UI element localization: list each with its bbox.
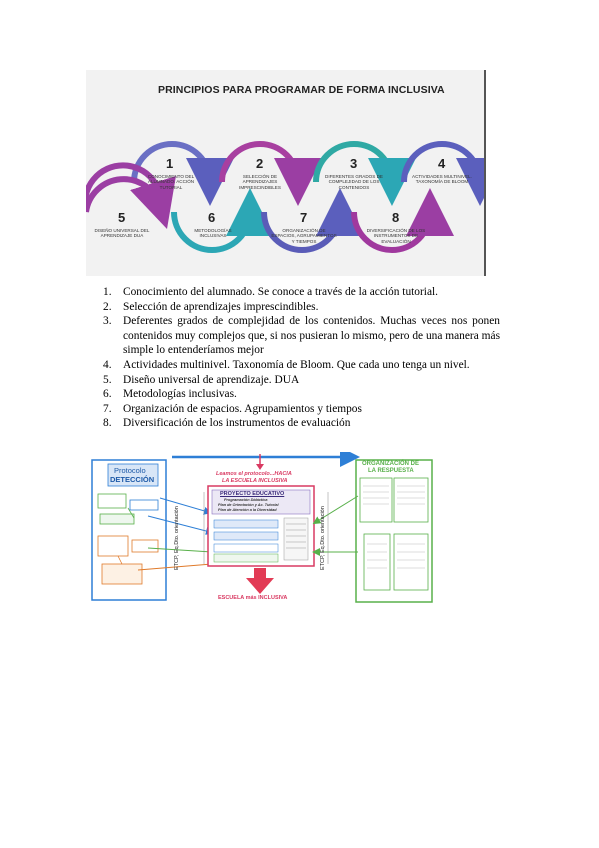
step-2-number: 2: [256, 156, 264, 171]
ring-2: [219, 141, 322, 206]
list-item: 7.Organización de espacios. Agrupamiento…: [103, 402, 362, 415]
project-line-3: Plan de Atención a la Diversidad: [218, 508, 277, 512]
step-1-number: 1: [166, 156, 174, 171]
project-title: PROYECTO EDUCATIVO: [220, 491, 285, 497]
inclusive-school-label: ESCUELA más INCLUSIVA: [218, 595, 288, 601]
ring-8: [351, 188, 454, 253]
step-6-caption: METODOLOGÍAS INCLUSIVAS: [194, 228, 232, 239]
step-4-caption: ACTIVIDADES MULTINIVEL. TAXONOMÍA DE BLO…: [412, 174, 472, 185]
protocol-header-2: LA ESCUELA INCLUSIVA: [222, 478, 288, 484]
step-1-caption: CONOCIMIENTO DEL ALUMNADO. ACCIÓN TUTORI…: [147, 174, 195, 190]
ring-4: [401, 141, 486, 206]
step-6-number: 6: [208, 210, 216, 225]
diagram-rings: [86, 141, 486, 253]
principles-list: 1.Conocimiento del alumnado. Se conoce a…: [103, 285, 500, 431]
inclusive-school-protocol-diagram: Protocolo DETECCIÓN Leamos el protocolo.…: [88, 452, 438, 604]
step-5-caption: DISEÑO UNIVERSAL DEL APRENDIZAJE DUA: [94, 228, 150, 239]
protocol-label: Protocolo: [114, 466, 146, 475]
step-3-caption: DIFERENTES GRADOS DE COMPLEJIDAD DE LOS …: [325, 174, 383, 190]
organization-label-2: LA RESPUESTA: [368, 468, 414, 474]
ring-5: [86, 162, 176, 229]
list-item: 4.Actividades multinivel. Taxonomía de B…: [103, 358, 470, 371]
organization-label-1: ORGANIZACIÓN DE: [362, 461, 419, 467]
step-7-caption: ORGANIZACIÓN DE ESPACIOS, AGRUPAMIENTOS …: [271, 228, 337, 244]
step-8-caption: DIVERSIFICACIÓN DE LOS INSTRUMENTOS DE E…: [366, 228, 426, 244]
detection-label: DETECCIÓN: [110, 475, 155, 484]
protocol-diagram-shapes: [91, 452, 433, 603]
list-item: 6.Metodologías inclusivas.: [103, 388, 237, 401]
step-5-number: 5: [118, 210, 126, 225]
list-item: 8.Diversificación de los instrumentos de…: [103, 417, 351, 430]
step-3-number: 3: [350, 156, 358, 171]
step-8-number: 8: [392, 210, 400, 225]
list-item: 2.Selección de aprendizajes imprescindib…: [103, 300, 319, 313]
ring-7: [261, 188, 364, 253]
diagram-title: PRINCIPIOS PARA PROGRAMAR DE FORMA INCLU…: [158, 84, 445, 96]
list-item: 5.Diseño universal de aprendizaje. DUA: [103, 373, 300, 386]
step-4-number: 4: [438, 156, 446, 171]
etcp-left-label: ETCP, Eq.Dto. orientación: [174, 506, 180, 570]
list-item: 3.Deferentes grados de complejidad de lo…: [103, 315, 500, 357]
step-2-caption: SELECCIÓN DE APRENDIZAJES IMPRESCINDIBLE…: [239, 174, 281, 190]
etcp-right-label: ETCP, Eq.Dto. orientación: [320, 506, 326, 570]
list-item: 1.Conocimiento del alumnado. Se conoce a…: [103, 286, 439, 298]
diagram-border-line: [484, 70, 486, 276]
inclusive-principles-diagram: PRINCIPIOS PARA PROGRAMAR DE FORMA INCLU…: [86, 70, 486, 276]
project-line-2: Plan de Orientación y Ac. Tutorial: [218, 503, 279, 507]
protocol-header-1: Leamos el protocolo...HACIA: [216, 471, 292, 477]
project-line-1: Programación Didáctica: [224, 498, 268, 502]
ring-6: [171, 188, 274, 253]
step-7-number: 7: [300, 210, 308, 225]
ring-3: [313, 141, 416, 206]
